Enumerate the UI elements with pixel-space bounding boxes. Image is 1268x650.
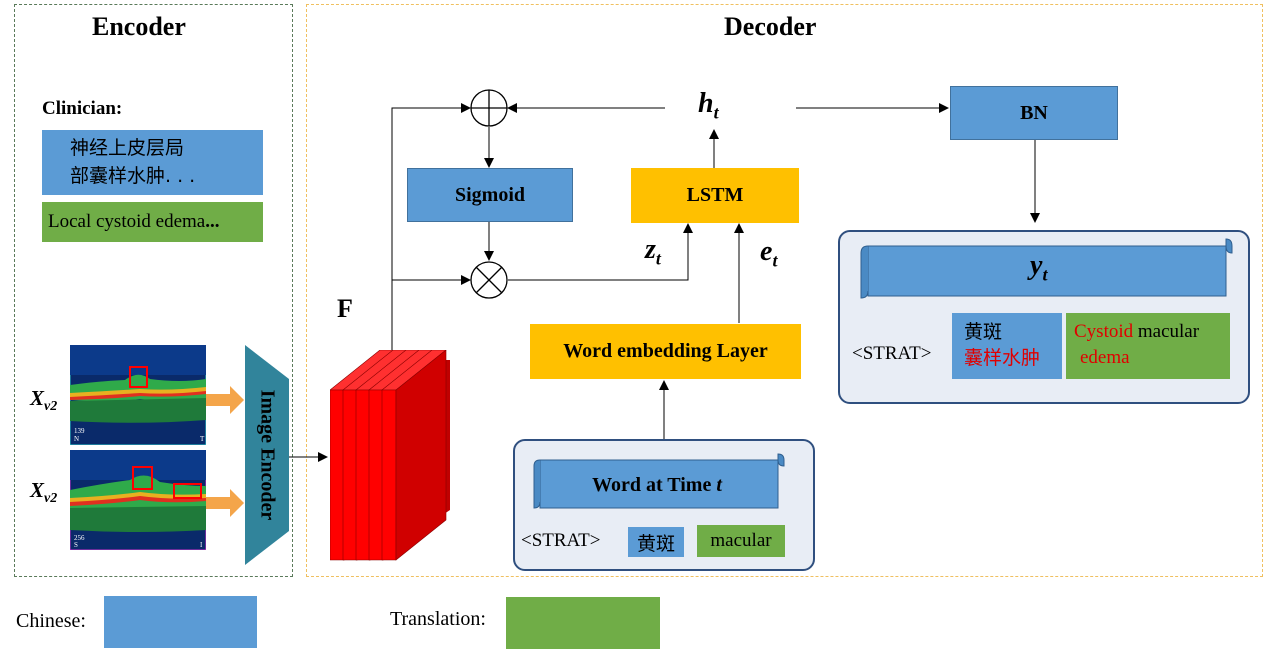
input-label-2: Xv2 [30, 478, 58, 507]
legend-chinese-swatch [104, 596, 257, 648]
feature-map-layers [330, 350, 447, 561]
hidden-state-label: ht [698, 88, 719, 123]
output-translation-red: Cystoid [1074, 321, 1134, 342]
output-label: yt [1030, 250, 1048, 285]
orange-arrows [206, 386, 244, 517]
word-embedding-box: Word embedding Layer [530, 324, 801, 379]
decoder-frame [306, 4, 1263, 577]
clinician-translation-text: Local cystoid edema [48, 211, 206, 232]
oct-scale-1: 139 [74, 427, 85, 435]
add-operator-icon [470, 89, 508, 127]
input-translation-word: macular [697, 525, 785, 557]
lstm-box: LSTM [631, 168, 799, 223]
input-label-1: Xv2 [30, 386, 58, 415]
feature-label: F [337, 294, 353, 323]
output-scroll [860, 238, 1233, 299]
word-at-time-scroll [533, 453, 785, 509]
clinician-chinese-box: 神经上皮层局 部囊样水肿. . . [42, 130, 263, 195]
clinician-translation-ellipsis: ... [205, 211, 220, 232]
oct-image-2: 256 S I [70, 450, 206, 550]
clinician-translation-box: Local cystoid edema... [42, 202, 263, 242]
clinician-label: Clinician: [42, 98, 123, 119]
word-at-time-label: Word at Time t [592, 474, 722, 496]
encoder-title: Encoder [92, 12, 186, 41]
clinician-chinese-line1: 神经上皮层局 [70, 137, 185, 159]
output-start-token: <STRAT> [852, 343, 932, 364]
decoder-title: Decoder [724, 12, 817, 41]
encoder-frame [14, 4, 293, 577]
oct-dir-2a: S [74, 541, 78, 549]
context-label: zt [645, 234, 661, 269]
oct-image-1: 139 N T [70, 345, 206, 445]
orange-arrow-2 [206, 489, 244, 517]
oct-scale-2: 256 [74, 534, 85, 542]
output-translation-line2: edema [1080, 347, 1130, 368]
embedding-label: et [760, 236, 778, 271]
oct-dir-1b: T [200, 435, 205, 443]
sigmoid-box: Sigmoid [407, 168, 573, 222]
output-translation-box: Cystoid macular edema [1066, 313, 1230, 379]
input-start-token: <STRAT> [521, 530, 601, 551]
legend-chinese-label: Chinese: [16, 610, 86, 632]
output-chinese-line1: 黄斑 [964, 321, 1003, 343]
output-chinese-box: 黄斑 囊样水肿 [952, 313, 1062, 379]
image-encoder-block [245, 345, 289, 565]
legend-translation-swatch [506, 597, 660, 649]
clinician-chinese-line2: 部囊样水肿. . . [70, 165, 196, 187]
input-chinese-word: 黄斑 [628, 527, 684, 557]
bn-box: BN [950, 86, 1118, 140]
legend-translation-label: Translation: [390, 608, 486, 630]
oct-dir-1a: N [74, 435, 79, 443]
output-chinese-line2: 囊样水肿 [964, 347, 1041, 369]
multiply-operator-icon [470, 261, 508, 299]
output-translation-black: macular [1133, 321, 1200, 342]
oct-dir-2b: I [200, 541, 203, 549]
orange-arrow-1 [206, 386, 244, 414]
